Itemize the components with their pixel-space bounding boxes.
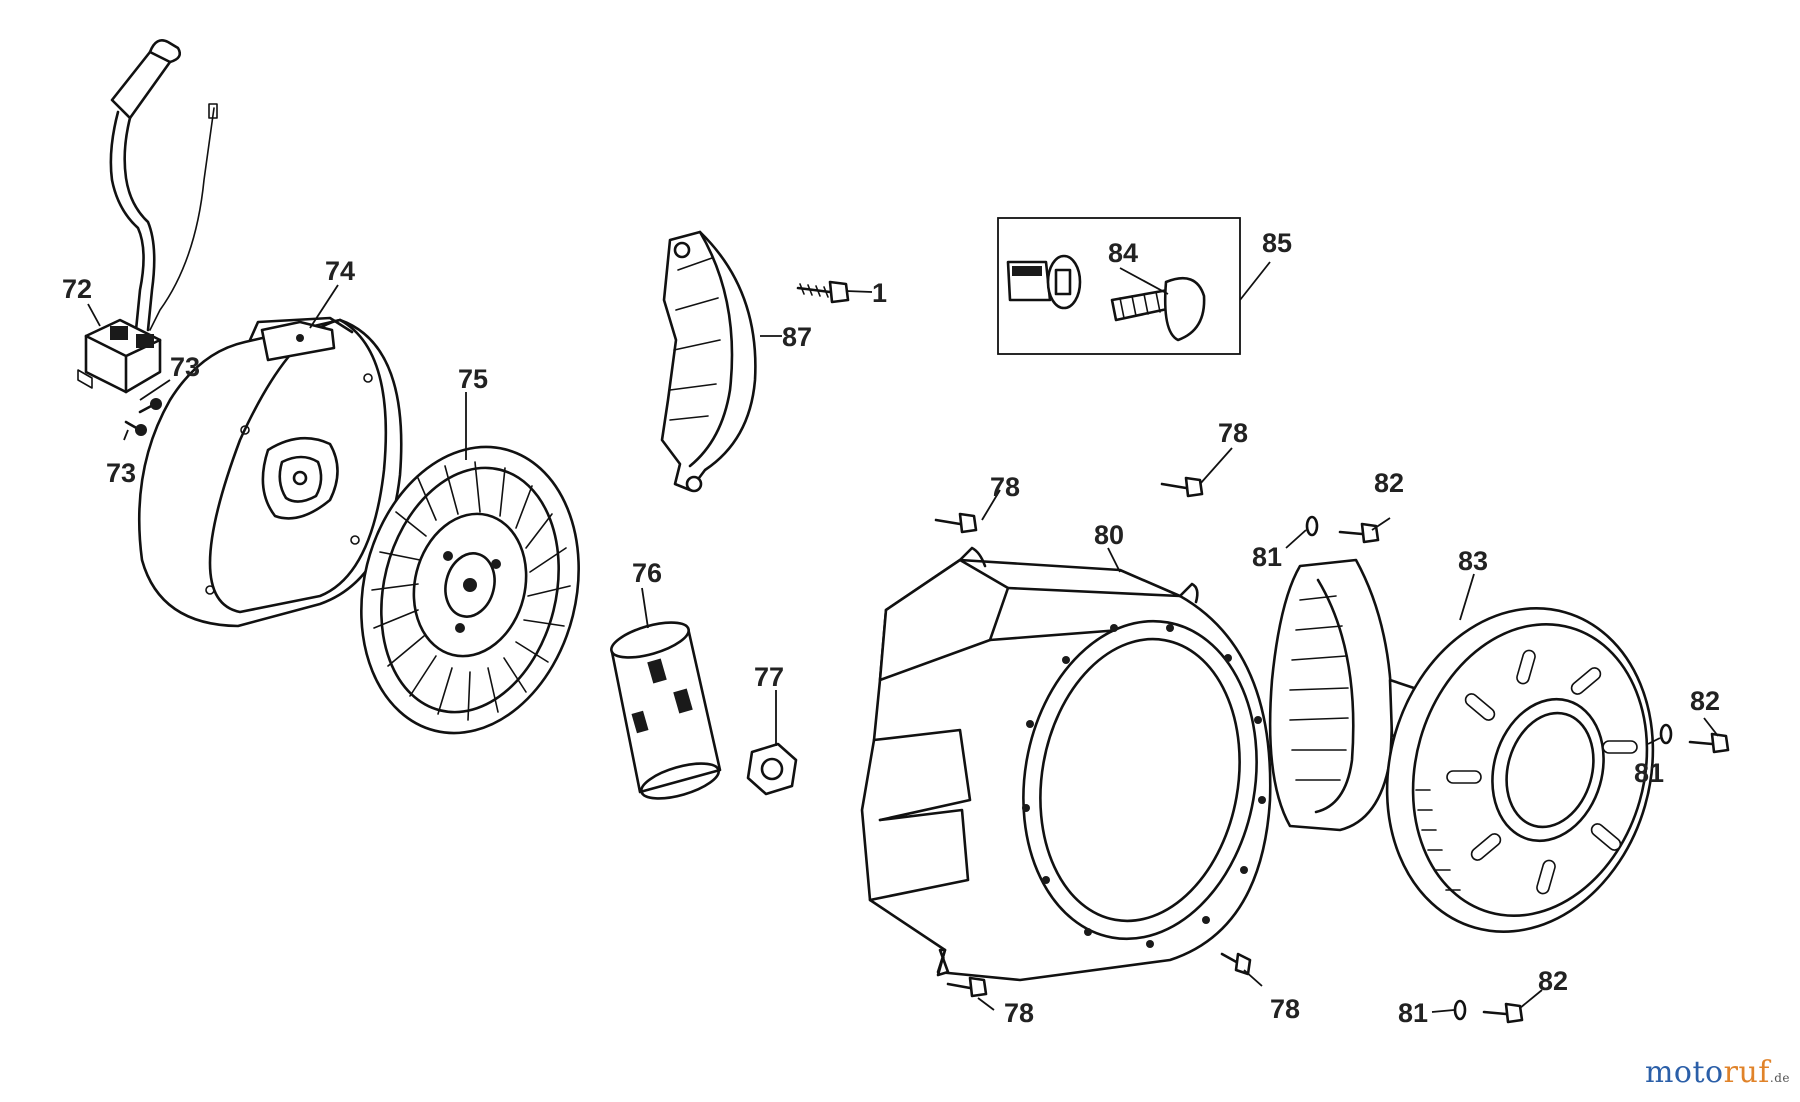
label-78-c: 78	[1004, 998, 1034, 1028]
label-78-d: 78	[1270, 994, 1300, 1024]
flywheel-fan	[360, 445, 580, 735]
plug-socket	[1006, 254, 1082, 310]
bolt-78-b	[1160, 476, 1204, 498]
label-76: 76	[632, 558, 662, 588]
label-87: 87	[782, 322, 812, 352]
label-80: 80	[1094, 520, 1124, 550]
label-83: 83	[1458, 546, 1488, 576]
label-74: 74	[325, 256, 355, 286]
label-1: 1	[872, 278, 887, 308]
washer-81-a	[1305, 515, 1319, 537]
label-85: 85	[1262, 228, 1292, 258]
washer-81-c	[1453, 999, 1467, 1021]
label-78-b: 78	[1218, 418, 1248, 448]
bolt-82-b	[1688, 732, 1730, 754]
kit-box	[997, 217, 1241, 355]
label-75: 75	[458, 364, 488, 394]
recoil-starter	[1385, 607, 1655, 933]
starter-cup	[610, 621, 722, 800]
label-72: 72	[62, 274, 92, 304]
label-82-a: 82	[1374, 468, 1404, 498]
label-78-a: 78	[990, 472, 1020, 502]
plug-knob	[1110, 277, 1206, 342]
label-73-lower: 73	[106, 458, 136, 488]
watermark-part1: moto	[1644, 1055, 1724, 1090]
washer-81-b	[1659, 723, 1673, 745]
label-81-c: 81	[1398, 998, 1428, 1028]
leader-lines	[87, 261, 1719, 1013]
label-82-b: 82	[1690, 686, 1720, 716]
screw-73-lower	[124, 420, 147, 436]
bolt-1	[796, 280, 850, 304]
watermark-part2: ruf	[1723, 1055, 1770, 1090]
label-81-a: 81	[1252, 542, 1282, 572]
label-82-c: 82	[1538, 966, 1568, 996]
flywheel-cover	[137, 316, 403, 628]
flywheel-nut	[746, 742, 798, 796]
ignition-coil	[77, 39, 218, 394]
bolt-82-a	[1338, 522, 1380, 544]
blower-housing	[860, 546, 1272, 982]
screw-73-upper	[138, 398, 162, 414]
bolt-78-c	[946, 976, 988, 998]
watermark-part3: .de	[1769, 1071, 1790, 1085]
watermark-logo: motoruf.de	[1645, 1055, 1790, 1090]
label-81-b: 81	[1634, 758, 1664, 788]
bolt-82-c	[1482, 1002, 1524, 1024]
label-77: 77	[754, 662, 784, 692]
bolt-78-a	[934, 512, 978, 534]
label-73-upper: 73	[170, 352, 200, 382]
bracket	[660, 230, 757, 493]
part-labels: 72 73 73 74 75 76 77 1 87 84 85 78 78 78…	[62, 228, 1720, 1028]
label-84: 84	[1108, 238, 1138, 268]
